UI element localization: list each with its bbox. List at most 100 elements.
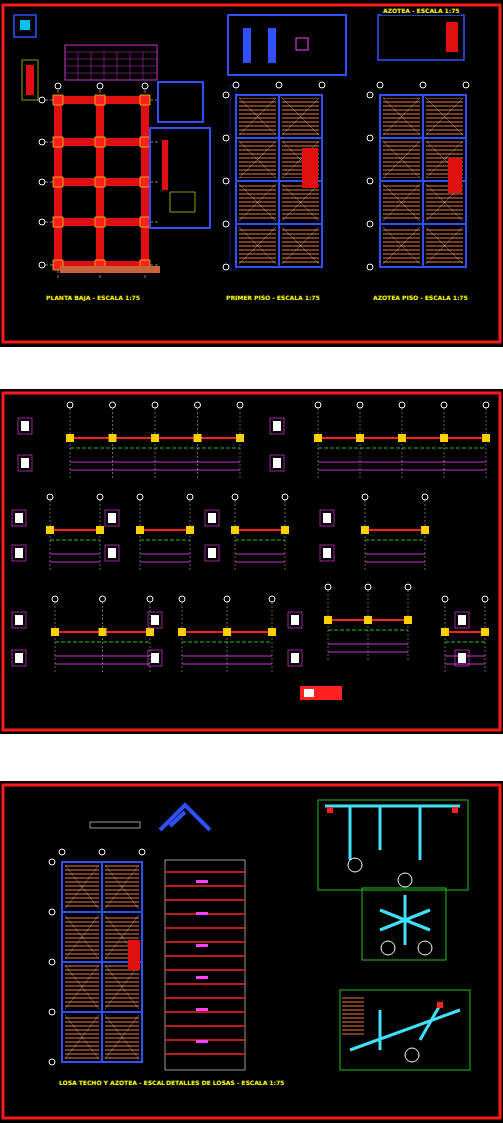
cad-line	[383, 141, 420, 178]
sheet-title: AZOTEA PISO - ESCALA 1:75	[372, 295, 469, 302]
grid-bubble	[100, 596, 106, 602]
cad-rect	[151, 653, 159, 663]
cad-rect	[108, 513, 116, 523]
cad-line	[100, 500, 101, 570]
cad-rect	[20, 20, 30, 30]
cad-rect	[95, 95, 105, 105]
cad-rect	[223, 628, 231, 636]
grid-bubble	[49, 859, 55, 865]
grid-bubble	[223, 178, 229, 184]
cad-rect	[482, 434, 490, 442]
cad-rect	[51, 628, 59, 636]
cad-rect	[194, 434, 202, 442]
cad-rect	[196, 1008, 208, 1011]
cad-line	[235, 500, 236, 570]
cad-line	[383, 227, 420, 264]
cad-rect	[208, 513, 216, 523]
cad-line	[325, 805, 460, 808]
grid-bubble	[152, 402, 158, 408]
cad-line	[150, 602, 151, 672]
cad-line	[140, 529, 190, 531]
cad-line	[78, 52, 79, 80]
cad-rect	[136, 526, 144, 534]
beam-section	[205, 510, 219, 526]
cad-rect	[15, 653, 23, 663]
cad-rect	[108, 548, 116, 558]
cad-line	[235, 554, 285, 555]
cad-line	[380, 910, 430, 930]
cad-rect	[324, 616, 332, 624]
cad-line	[165, 941, 245, 943]
grid-bubble	[137, 494, 143, 500]
cad-line	[383, 98, 420, 135]
cad-rect	[378, 15, 464, 60]
cad-line	[155, 408, 156, 478]
cad-rect	[421, 526, 429, 534]
grid-bubble	[39, 139, 45, 145]
cad-rect	[327, 807, 333, 813]
grid-bubble	[39, 97, 45, 103]
cad-line	[328, 590, 329, 660]
grid-bubble	[67, 402, 73, 408]
grid-bubble	[377, 82, 383, 88]
cad-rect	[228, 15, 346, 75]
grid-bubble	[315, 402, 321, 408]
cad-line	[143, 52, 144, 80]
cad-rect	[15, 513, 23, 523]
cad-line	[65, 915, 99, 959]
cad-line	[101, 862, 103, 1062]
cad-rect	[14, 15, 36, 37]
cad-rect	[323, 548, 331, 558]
bath-room	[318, 800, 468, 890]
cad-line	[50, 554, 100, 555]
cad-rect	[90, 822, 140, 828]
cad-line	[379, 1010, 382, 1050]
beam-section	[18, 455, 32, 471]
column-table	[65, 45, 157, 80]
grid-bubble	[367, 264, 373, 270]
cad-rect	[95, 177, 105, 187]
cad-rect	[15, 615, 23, 625]
cad-line	[445, 642, 485, 643]
cad-line	[70, 408, 71, 478]
grid-bubble	[282, 494, 288, 500]
grid-bubble	[224, 596, 230, 602]
cad-rect	[364, 616, 372, 624]
cad-rect	[46, 526, 54, 534]
cad-rect	[356, 434, 364, 442]
cad-line	[190, 500, 191, 570]
cad-line	[272, 602, 273, 672]
cad-line	[182, 602, 183, 672]
cad-rect	[151, 434, 159, 442]
stair-detail	[160, 805, 210, 830]
cad-rect	[268, 28, 276, 63]
cad-line	[50, 562, 100, 563]
cad-line	[486, 408, 487, 478]
cad-rect	[150, 128, 210, 228]
plan-outline	[236, 95, 322, 267]
cad-line	[165, 997, 245, 999]
cad-line	[117, 52, 118, 80]
cad-rect	[170, 192, 195, 212]
sheet-ground	[0, 389, 503, 734]
slab-hatch	[426, 98, 463, 135]
cad-line	[365, 500, 366, 570]
grid-bubble	[367, 135, 373, 141]
grid-bubble	[55, 83, 61, 89]
grid-bubble	[362, 494, 368, 500]
cad-rect	[158, 82, 203, 122]
sheet-title: AZOTEA - ESCALA 1:75	[382, 8, 461, 15]
cad-line	[278, 95, 280, 267]
cad-rect	[60, 266, 160, 273]
cad-line	[165, 899, 245, 901]
cad-line	[235, 529, 285, 531]
cad-line	[105, 1015, 139, 1059]
cad-line	[91, 52, 92, 80]
slab-hatch	[282, 98, 319, 135]
cad-rect	[441, 628, 449, 636]
cad-line	[165, 983, 245, 985]
cad-line	[285, 500, 286, 570]
cad-rect	[302, 148, 318, 188]
cad-line	[350, 1010, 460, 1050]
cad-line	[239, 98, 276, 135]
